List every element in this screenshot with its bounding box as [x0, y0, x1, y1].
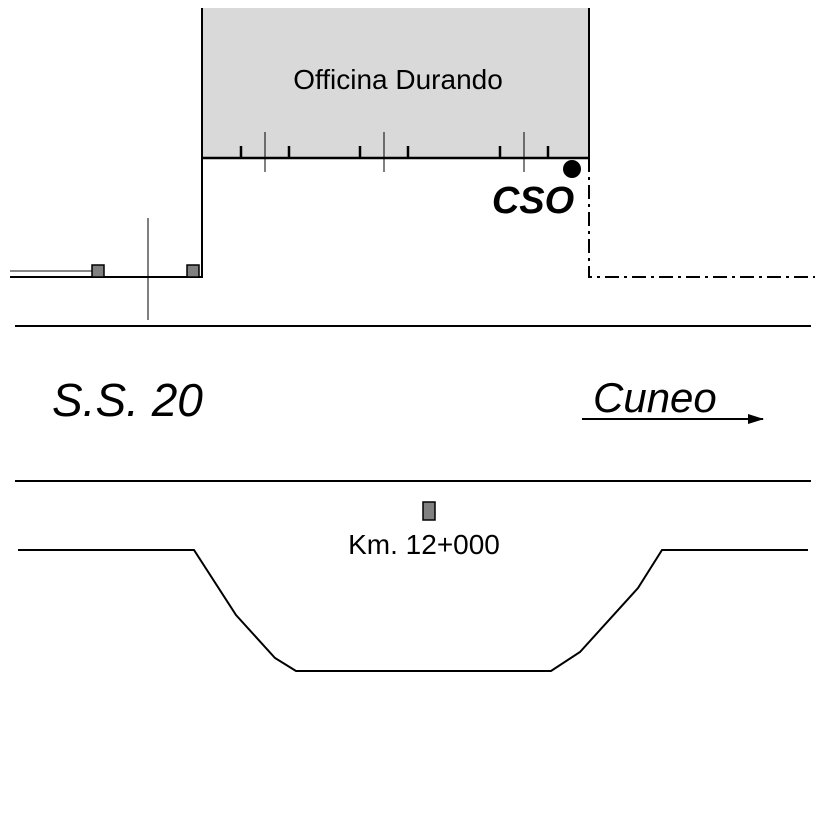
gray-marker-right	[186, 264, 200, 278]
frontage-line	[10, 158, 203, 278]
gray-marker-left	[91, 264, 105, 278]
building-ticks	[239, 132, 550, 172]
road-name-label: S.S. 20	[52, 374, 203, 426]
km-marker	[422, 501, 436, 521]
boundary-dashdot-line	[588, 158, 815, 278]
basin-outline	[18, 549, 808, 672]
cso-point	[563, 160, 581, 178]
building-label: Officina Durando	[293, 64, 503, 95]
direction-label: Cuneo	[593, 374, 717, 421]
cso-label: CSO	[492, 180, 574, 222]
km-label: Km. 12+000	[348, 529, 500, 560]
